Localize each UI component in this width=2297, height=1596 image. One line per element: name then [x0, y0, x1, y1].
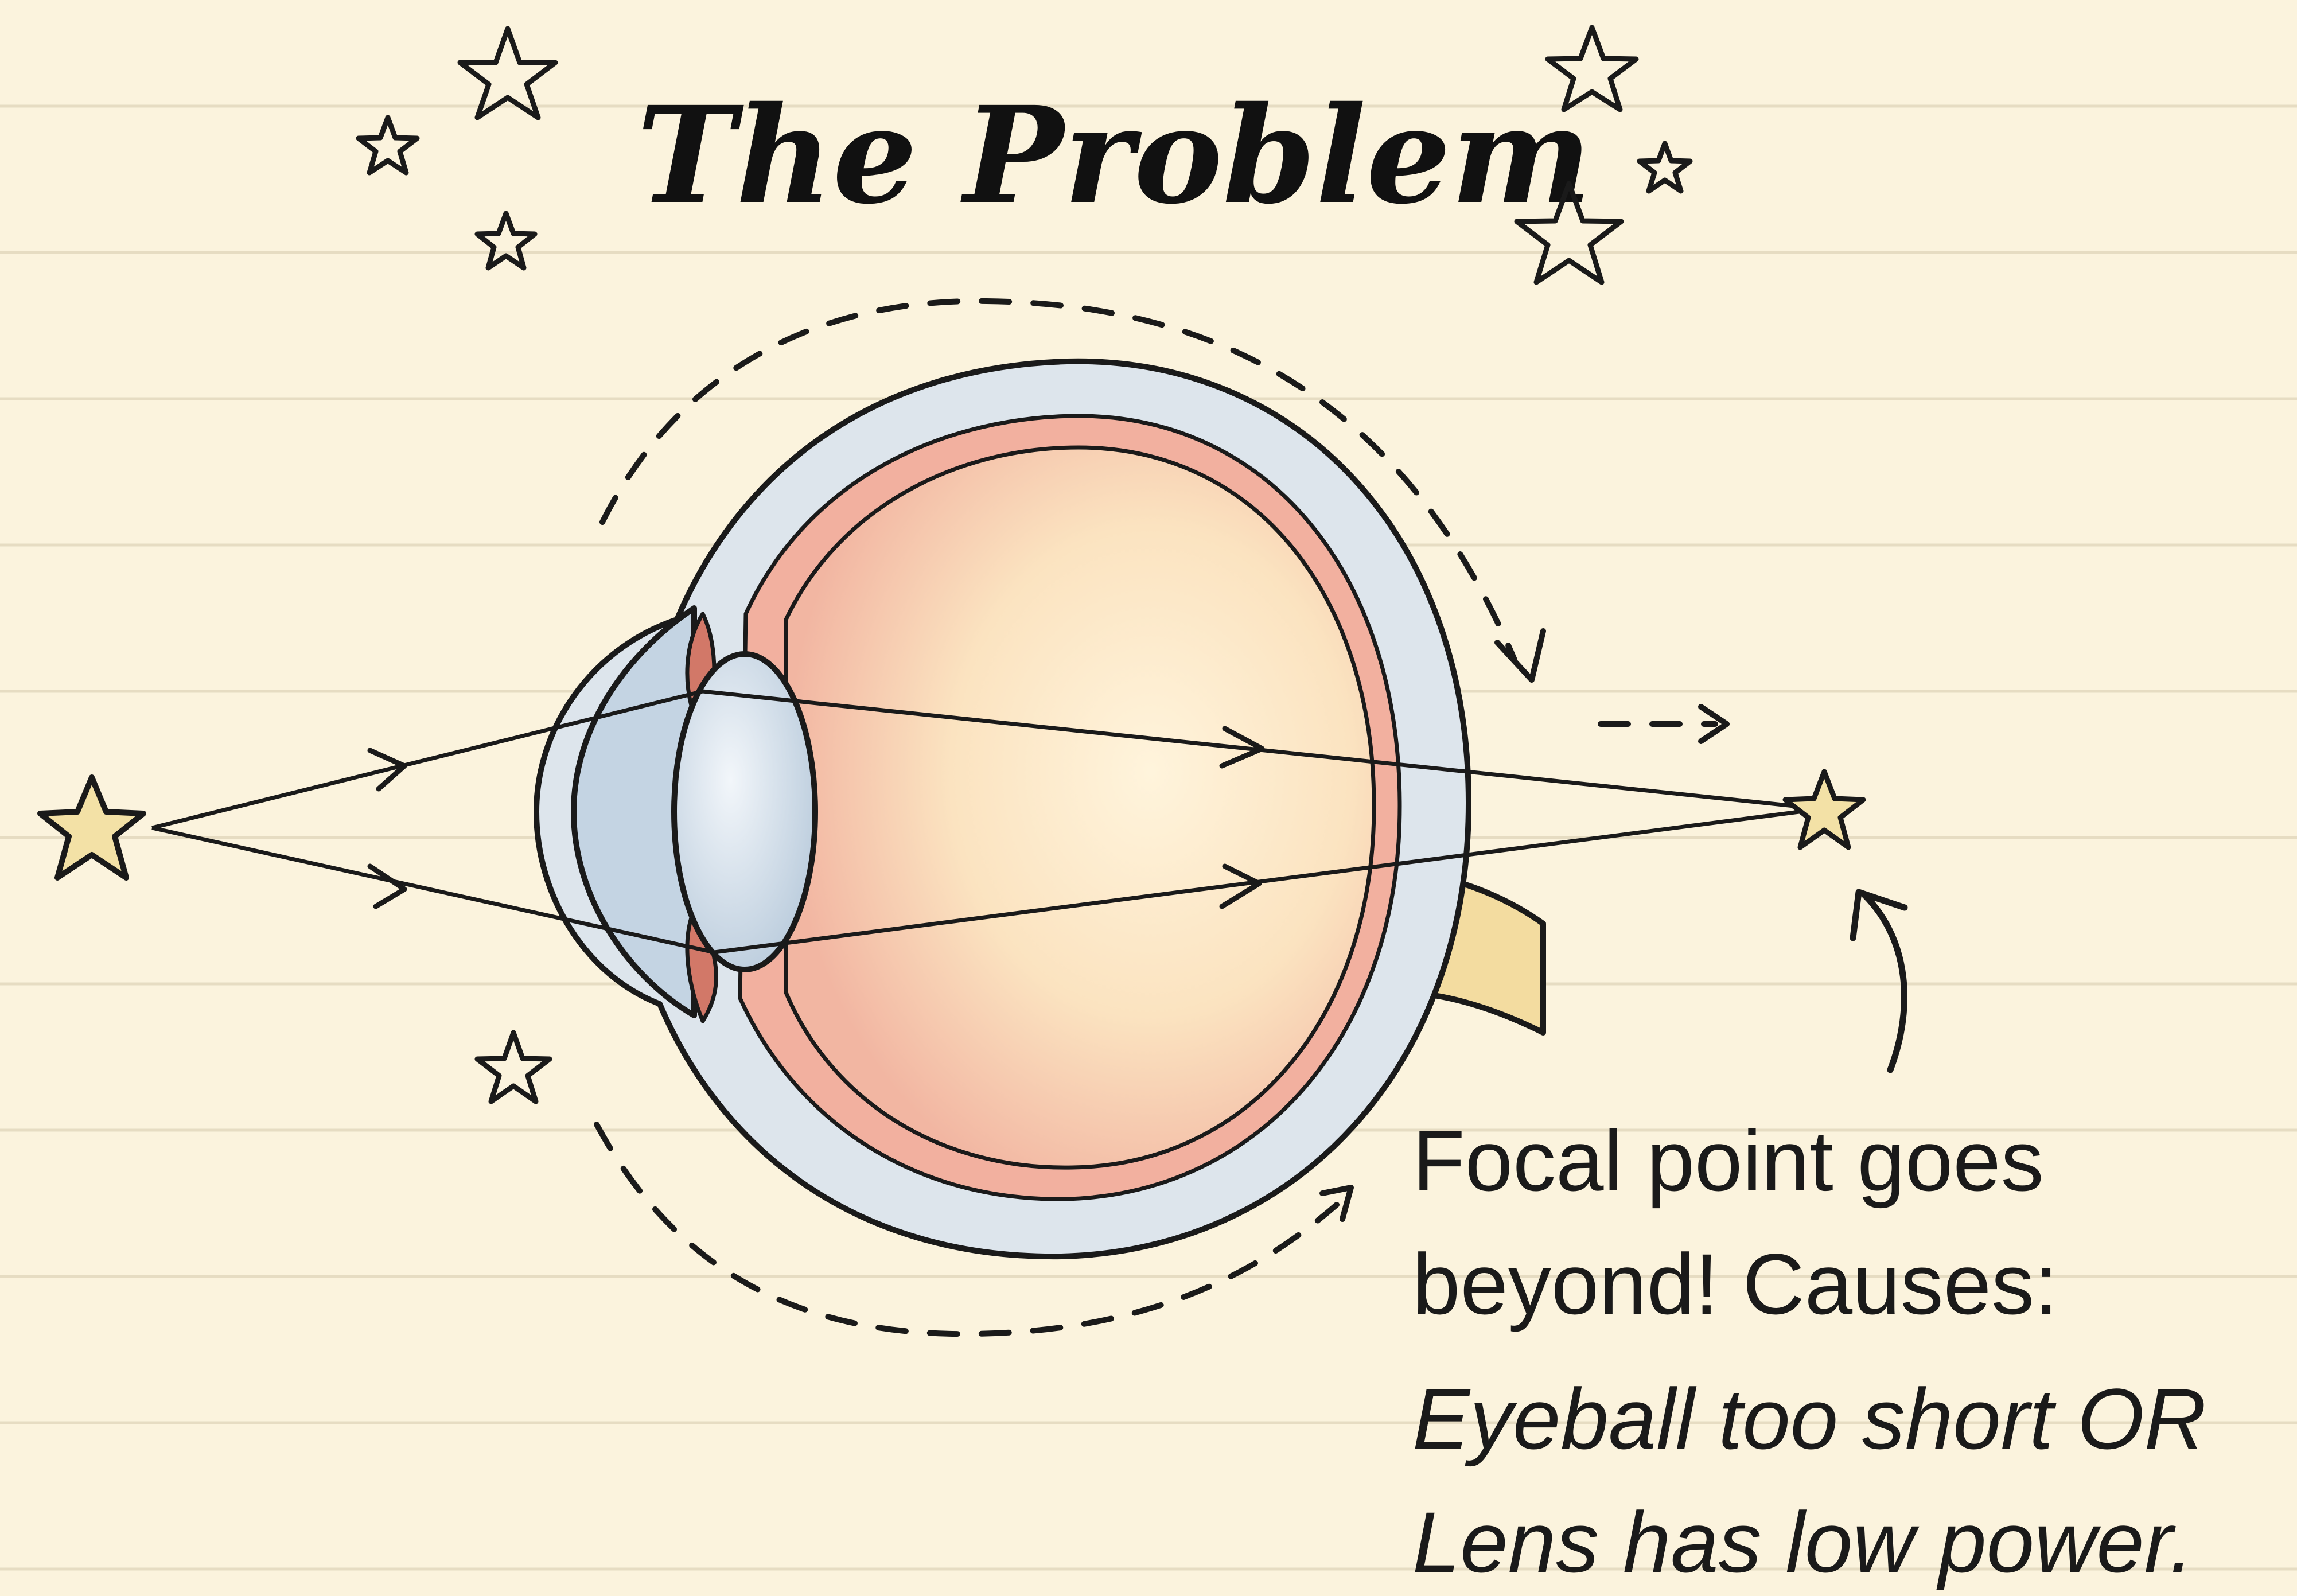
star-icon [1640, 143, 1690, 191]
vitreous-body [786, 447, 1374, 1167]
eyeball [536, 361, 1543, 1256]
star-icon [460, 29, 555, 118]
caption-line-2: beyond! Causes: [1412, 1236, 2058, 1332]
source-star-icon [40, 777, 143, 878]
star-icon [477, 213, 535, 268]
pointer-arrow [1853, 892, 1905, 1070]
caption-line-3: Eyeball too short OR [1412, 1371, 2206, 1467]
page-title: The Problem [637, 77, 1592, 233]
caption-line-4: Lens has low power. [1412, 1494, 2194, 1590]
star-icon [359, 118, 417, 173]
focal-point-star-icon [1785, 772, 1863, 847]
caption-line-1: Focal point goes [1412, 1112, 2044, 1209]
star-icon [477, 1033, 550, 1101]
arc-arrowhead-top [1497, 631, 1543, 680]
